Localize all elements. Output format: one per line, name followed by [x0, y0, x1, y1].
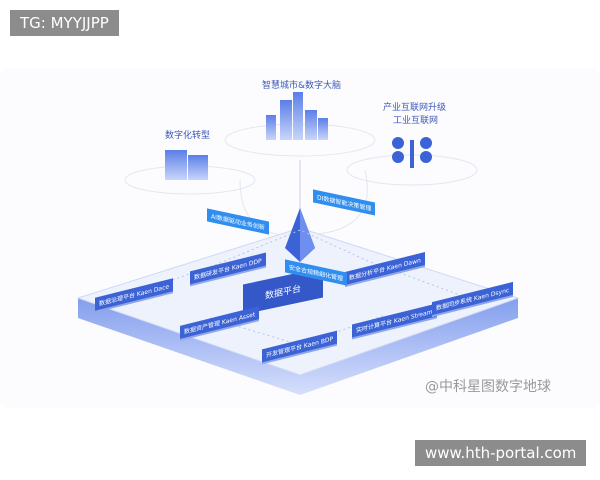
platform-side — [78, 298, 518, 395]
bottom-right-watermark: www.hth-portal.com — [415, 440, 587, 466]
node-label-industrial-internet: 产业互联网升级 — [383, 103, 447, 113]
top-left-watermark: TG: MYYJJPP — [10, 10, 119, 36]
node-label-digital-transformation: 数字化转型 — [165, 131, 211, 141]
source-watermark: @中科星图数字地球 — [425, 379, 551, 395]
building-icon — [165, 150, 208, 180]
industrial-network-icon — [392, 137, 432, 168]
node-label-smart-city: 智慧城市&数字大脑 — [262, 81, 342, 91]
city-skyline-icon — [266, 92, 328, 140]
node-sublabel-industrial-internet: 工业互联网 — [393, 116, 439, 126]
